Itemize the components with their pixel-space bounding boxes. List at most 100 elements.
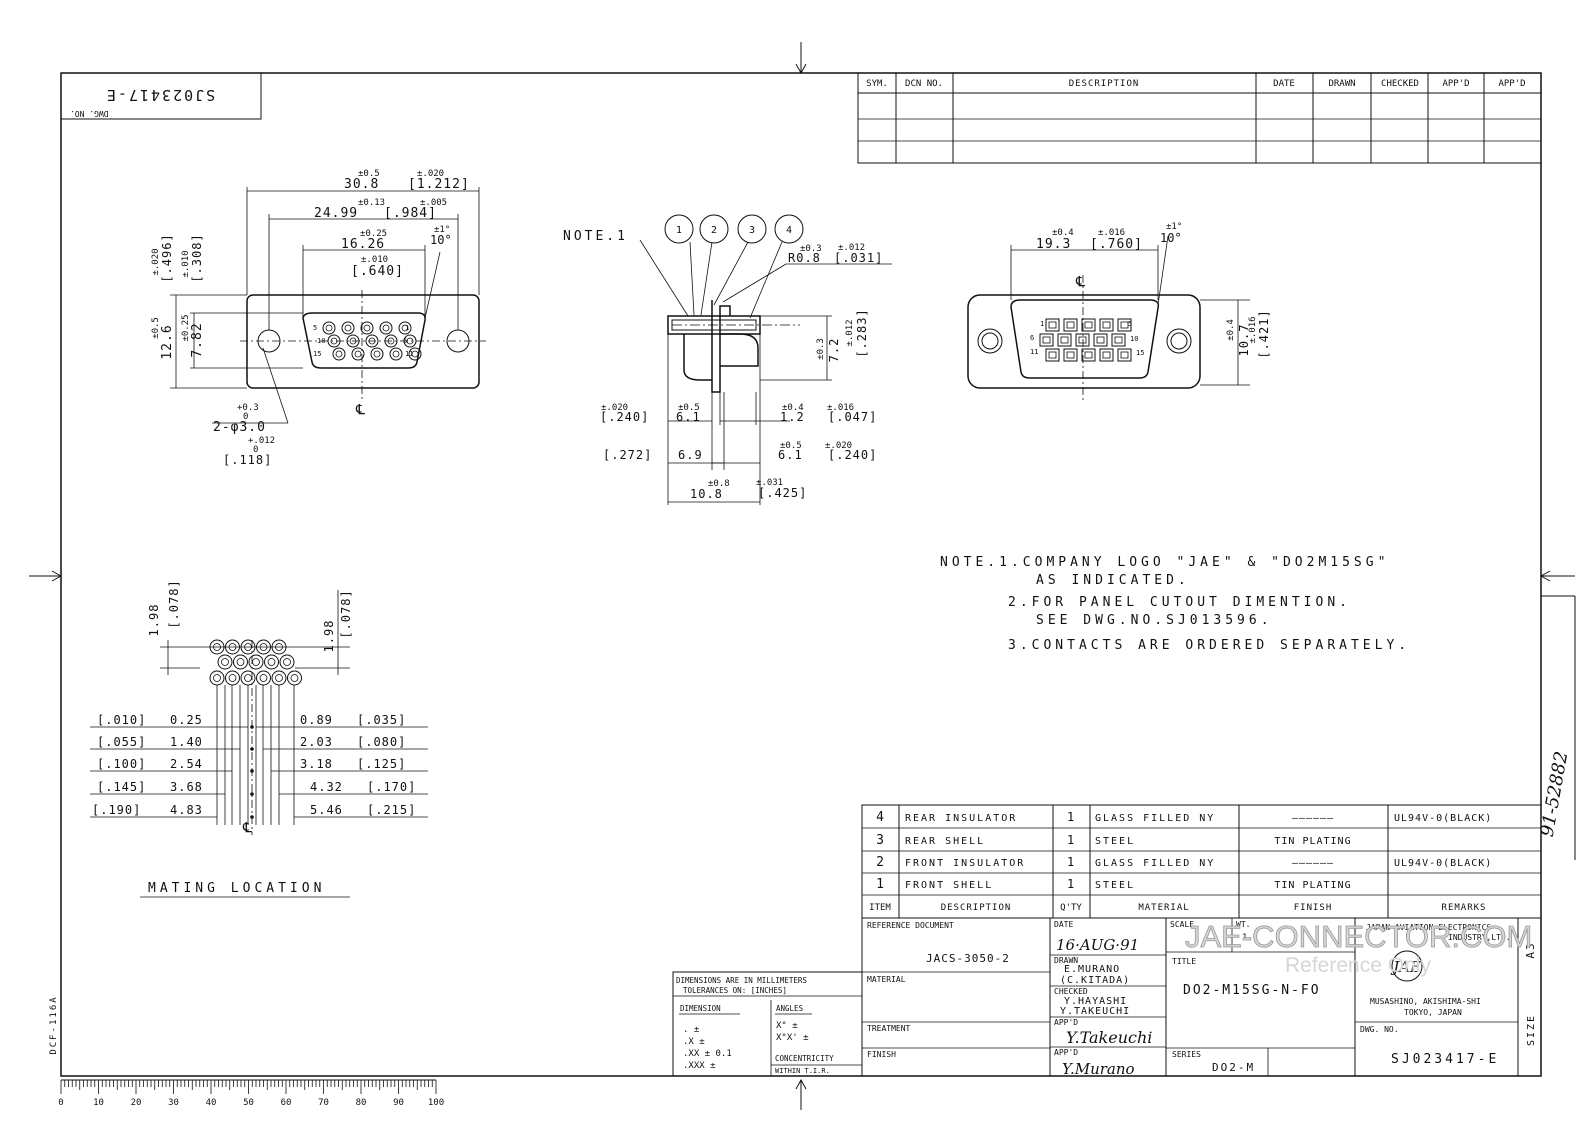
bom-qty-1: 1	[1067, 877, 1074, 891]
tb-ref-doc: JACS-3050-2	[926, 952, 1010, 965]
rv-angle-tol: ±1°	[1166, 222, 1182, 232]
front-contact	[398, 321, 412, 335]
ml-row3-l-mm: 3.68	[170, 780, 203, 794]
fv-shell-tol-in: ±.010	[361, 255, 388, 265]
rev-header-date: DATE	[1273, 79, 1295, 89]
sv-height-in: [.283]	[855, 308, 869, 357]
rear-contact	[1039, 333, 1054, 347]
center-arrows	[29, 42, 1575, 1110]
rear-contact	[1093, 333, 1108, 347]
ml-row1-r-in: [.080]	[357, 735, 406, 749]
fv-overall-tol: ±0.5	[358, 169, 380, 179]
ml-row0-r-in: [.035]	[357, 713, 406, 727]
sv-d5-tol: ±0.8	[708, 479, 730, 489]
tb-company1: JAPAN AVIATION ELECTRONICS	[1366, 923, 1491, 932]
fv-shell-in: [.640]	[351, 264, 404, 279]
ml-vright-in: [.078]	[339, 589, 353, 638]
mating-pin	[256, 670, 271, 686]
ml-row2-r-mm: 3.18	[300, 757, 333, 771]
fv-hole-tol: +0.3	[237, 403, 259, 413]
mating-pin	[287, 670, 302, 686]
ruler-number-30: 30	[168, 1098, 179, 1108]
sv-d1-tol-in: ±.020	[601, 403, 628, 413]
fv-shell-tol: ±0.25	[360, 229, 387, 239]
rv-width-tol-in: ±.016	[1098, 228, 1125, 238]
front-contact	[322, 321, 336, 335]
rv-centerline: ℄	[1075, 274, 1085, 290]
fv-pin-11: 11	[405, 350, 413, 358]
front-view: 5 1 10 6 15 11 ℄ ±0.5 ±.020 30.8 [1.212]…	[151, 169, 486, 467]
fv-hole-tol-in: +.012	[248, 436, 275, 446]
mating-pin	[217, 654, 233, 670]
bom-header-desc: DESCRIPTION	[941, 903, 1012, 913]
watermark-url: JAE-CONNECTOR.COM	[1185, 919, 1532, 954]
sv-d3-mm: 6.9	[678, 448, 703, 462]
rv-num-1: 1	[1040, 320, 1044, 328]
ml-row4-l-mm: 4.83	[170, 803, 203, 817]
tb-checked2: Y.TAKEUCHI	[1060, 1006, 1130, 1017]
rv-num-15: 15	[1136, 349, 1144, 357]
fv-hole-in: [.118]	[223, 453, 272, 467]
tb-drawn2: (C.KITADA)	[1060, 975, 1130, 986]
front-contact	[360, 321, 374, 335]
balloon-label-4: 4	[786, 225, 792, 236]
bom-qty-4: 1	[1067, 810, 1074, 824]
rv-width-tol: ±0.4	[1052, 228, 1074, 238]
balloon-label-3: 3	[749, 225, 755, 236]
sv-d4-tol-in: ±.020	[825, 441, 852, 451]
ml-row0-l-in: [.010]	[97, 713, 146, 727]
sv-radius-tol: ±0.3	[800, 244, 822, 254]
ml-row1-l-in: [.055]	[97, 735, 146, 749]
rear-contact	[1081, 348, 1096, 362]
tb-title-label: TITLE	[1172, 957, 1196, 966]
tb-material-label: MATERIAL	[867, 975, 906, 984]
rv-height-tol-in: ±.016	[1248, 316, 1258, 343]
bom-material-1: STEEL	[1095, 880, 1135, 891]
ml-vleft-mm: 1.98	[147, 604, 161, 637]
bom-finish-3: TIN PLATING	[1274, 836, 1351, 847]
fv-pitch-tol-in: ±.005	[420, 198, 447, 208]
ruler-number-20: 20	[131, 1098, 142, 1108]
ml-row4-r-mm: 5.46	[310, 803, 343, 817]
front-contact	[341, 321, 355, 335]
fv-overall-tol-in: ±.020	[417, 169, 444, 179]
balloon-label-1: 1	[676, 225, 682, 236]
fv-hole-tol-in2: 0	[253, 445, 258, 455]
bom-finish-2: ——————	[1292, 858, 1334, 869]
sv-note-label: NOTE.1	[563, 229, 628, 244]
ruler-number-70: 70	[318, 1098, 329, 1108]
mating-dim-lines	[90, 640, 428, 835]
mating-pin	[248, 654, 264, 670]
sv-radius-mm: R0.8	[788, 251, 821, 265]
tol-ang-row-1: X°X' ±	[776, 1033, 809, 1043]
bom-item-2: 2	[876, 855, 884, 870]
fv-height-tol-in: ±.020	[151, 248, 161, 275]
handwritten-side-number: 91-52882	[1537, 750, 1573, 839]
front-contact	[351, 347, 365, 361]
ml-row0-l-mm: 0.25	[170, 713, 203, 727]
note-line1b: AS INDICATED.	[1036, 573, 1190, 588]
front-contact	[370, 347, 384, 361]
bom-material-2: GLASS FILLED NY	[1095, 858, 1215, 869]
note-line2: 2.FOR PANEL CUTOUT DIMENTION.	[1008, 595, 1351, 610]
bom-item-1: 1	[876, 877, 884, 892]
bom-desc-2: FRONT INSULATOR	[905, 858, 1025, 869]
jae-logo-text: JAE	[1390, 958, 1421, 976]
fv-pin-1: 1	[405, 324, 409, 332]
fv-centerline: ℄	[355, 402, 365, 418]
notes-block: NOTE.1.COMPANY LOGO "JAE" & "DO2M15SG" A…	[940, 555, 1406, 653]
rear-contact	[1111, 333, 1126, 347]
bom-finish-1: TIN PLATING	[1274, 880, 1351, 891]
bom-header-material: MATERIAL	[1138, 903, 1189, 913]
tol-row-1: .X ±	[683, 1037, 705, 1047]
tol-dim-label: DIMENSION	[680, 1004, 721, 1013]
tol-ang-label: ANGLES	[776, 1004, 804, 1013]
tb-dwg-no-label: DWG. NO.	[1360, 1025, 1399, 1034]
jae-logo: JAE	[1390, 950, 1423, 982]
ml-title: MATING LOCATION	[148, 881, 325, 896]
dwg-no-rotated-box	[60, 72, 262, 120]
balloon-3	[737, 214, 767, 244]
tb-title: DO2-M15SG-N-FO	[1183, 983, 1321, 998]
ruler-number-60: 60	[281, 1098, 292, 1108]
bom-material-4: GLASS FILLED NY	[1095, 813, 1215, 824]
